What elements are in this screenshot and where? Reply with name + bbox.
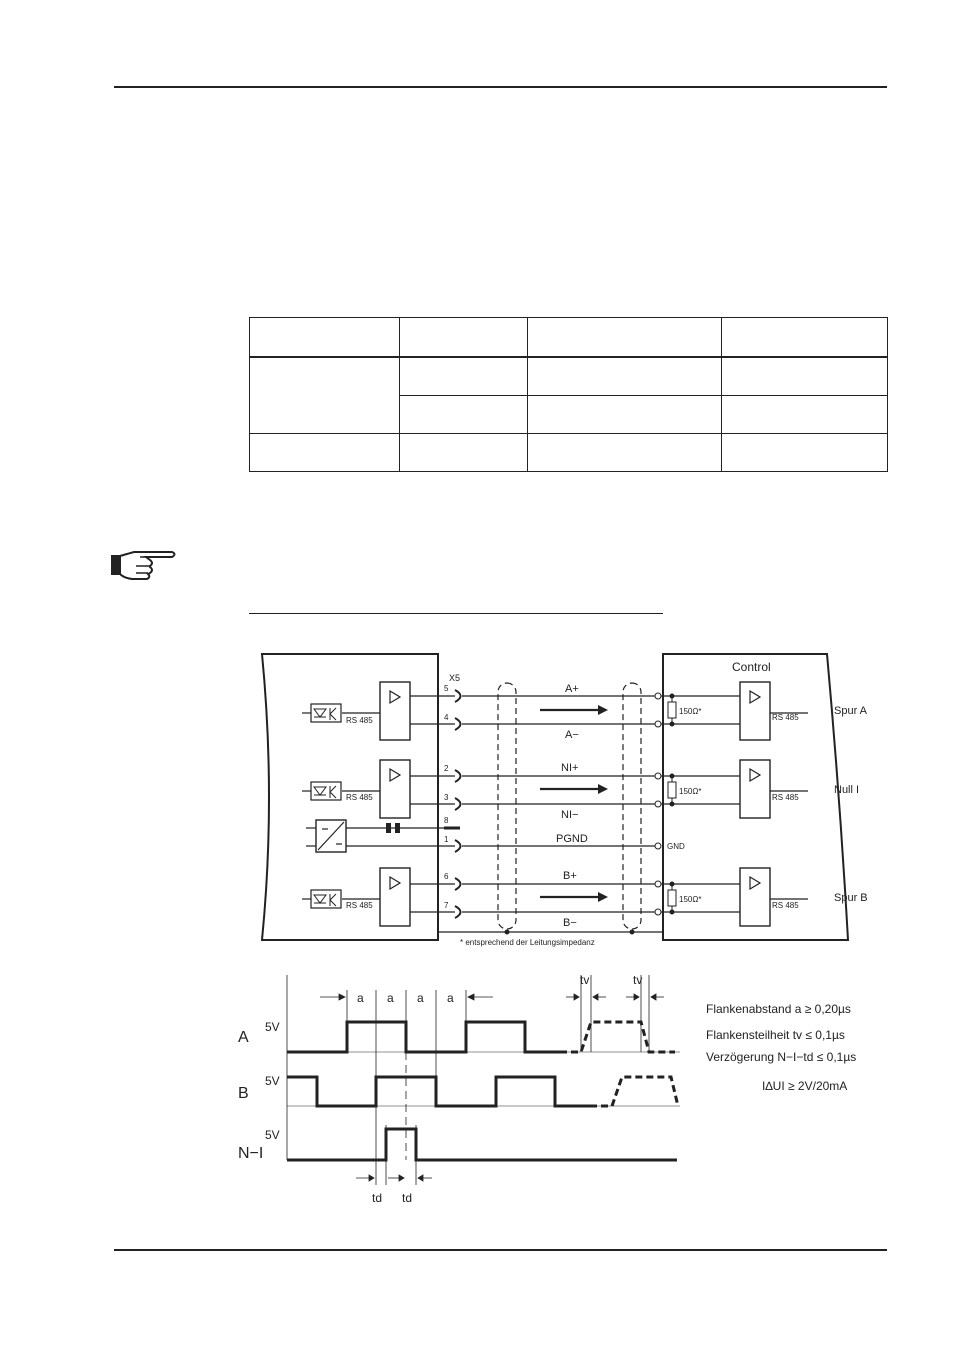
svg-text:RS 485: RS 485 xyxy=(346,793,373,802)
signal-b-plus: B+ xyxy=(563,870,577,882)
table-row xyxy=(249,433,888,472)
spec-line-4: I∆UI ≥ 2V/20mA xyxy=(762,1079,847,1093)
channel-b: RS 485 6 7 B+ B− 150Ω* RS 485 Spur B xyxy=(302,867,868,929)
footer-rule xyxy=(114,1249,887,1251)
spec-table xyxy=(249,317,888,472)
signal-pgnd: PGND xyxy=(556,833,588,845)
svg-text:3: 3 xyxy=(444,793,449,802)
waveform-ni xyxy=(287,1127,677,1162)
svg-text:RS 485: RS 485 xyxy=(346,716,373,725)
header-rule xyxy=(114,86,887,88)
spec-line-3: Verzögerung N−I−td ≤ 0,1µs xyxy=(706,1050,856,1064)
tv-label: tv xyxy=(633,973,642,987)
svg-text:RS 485: RS 485 xyxy=(772,793,799,802)
connector-label: X5 xyxy=(449,673,460,683)
svg-text:RS 485: RS 485 xyxy=(772,713,799,722)
svg-text:a: a xyxy=(417,991,424,1005)
signal-a-plus: A+ xyxy=(565,683,579,695)
gnd-label: GND xyxy=(667,842,685,851)
svg-text:5V: 5V xyxy=(265,1128,280,1142)
svg-text:2: 2 xyxy=(444,764,449,773)
svg-text:5: 5 xyxy=(444,684,449,693)
channel-null-i: RS 485 2 3 NI+ NI− 150Ω* RS 485 Null I xyxy=(302,759,859,821)
td-label: td xyxy=(372,1191,382,1205)
section-underline xyxy=(249,613,663,614)
row-label-ni: N−I xyxy=(238,1145,263,1162)
svg-text:a: a xyxy=(387,991,394,1005)
svg-text:4: 4 xyxy=(444,713,449,722)
signal-a-minus: A− xyxy=(565,729,579,741)
svg-text:7: 7 xyxy=(444,901,449,910)
svg-text:RS 485: RS 485 xyxy=(346,901,373,910)
cable-shield-right xyxy=(622,682,642,930)
spec-line-2: Flankensteilheit tv ≤ 0,1µs xyxy=(706,1028,845,1042)
row-label-a: A xyxy=(238,1029,249,1046)
timing-diagram: a a a a tv tv td td A B N−I 5V 5V 5V Fla… xyxy=(238,973,856,1205)
svg-text:5V: 5V xyxy=(265,1020,280,1034)
signal-ni-plus: NI+ xyxy=(561,762,578,774)
svg-text:a: a xyxy=(447,991,454,1005)
optocoupler-icon xyxy=(310,703,342,723)
tv-label: tv xyxy=(580,973,589,987)
power-supply: 8 1 PGND GND xyxy=(306,816,685,853)
waveform-b xyxy=(287,1075,590,1108)
signal-b-minus: B− xyxy=(563,917,577,929)
svg-text:150Ω*: 150Ω* xyxy=(679,707,701,716)
pointing-hand-icon xyxy=(111,551,176,580)
td-label: td xyxy=(402,1191,412,1205)
svg-text:150Ω*: 150Ω* xyxy=(679,787,701,796)
table-header-row xyxy=(249,317,888,358)
svg-text:150Ω*: 150Ω* xyxy=(679,895,701,904)
svg-text:1: 1 xyxy=(444,835,449,844)
table-row xyxy=(250,395,888,434)
optocoupler-icon xyxy=(310,781,342,801)
spec-line-1: Flankenabstand a ≥ 0,20µs xyxy=(706,1002,851,1016)
svg-text:8: 8 xyxy=(444,816,449,825)
track-spur-b: Spur B xyxy=(834,892,868,904)
svg-text:RS 485: RS 485 xyxy=(772,901,799,910)
track-null-i: Null I xyxy=(834,784,859,796)
svg-text:a: a xyxy=(357,991,364,1005)
row-label-b: B xyxy=(238,1085,249,1102)
svg-text:5V: 5V xyxy=(265,1074,280,1088)
waveform-a xyxy=(287,1020,560,1054)
svg-text:6: 6 xyxy=(444,872,449,881)
channel-a: RS 485 5 4 A+ A− 150Ω* RS 485 Spur A xyxy=(302,681,868,741)
footnote: * entsprechend der Leitungsimpedanz xyxy=(460,938,595,947)
cable-shield-left xyxy=(497,682,517,930)
track-spur-a: Spur A xyxy=(834,705,868,717)
signal-ni-minus: NI− xyxy=(561,809,578,821)
control-label: Control xyxy=(732,660,771,674)
optocoupler-icon xyxy=(310,889,342,909)
